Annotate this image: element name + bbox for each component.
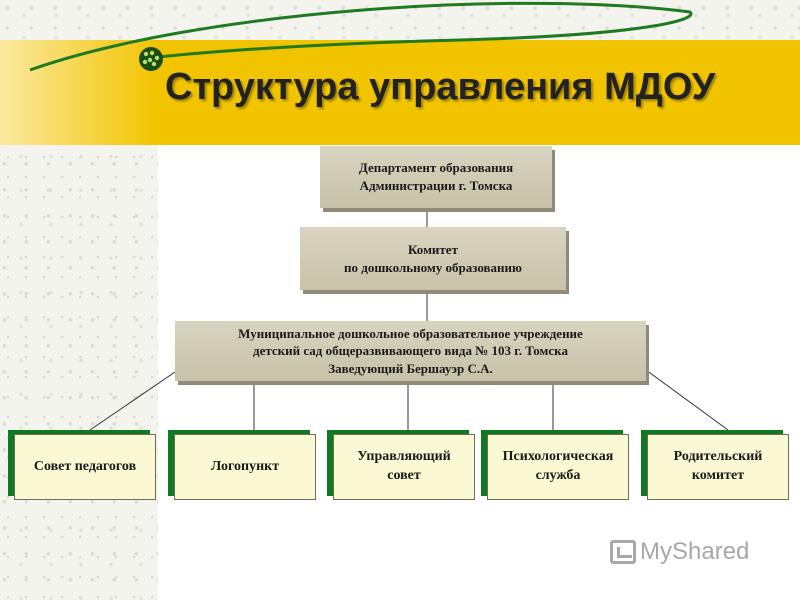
node-council-4-line-2: служба <box>535 468 581 483</box>
presentation-icon <box>610 540 636 564</box>
node-institution-line-1: Муниципальное дошкольное образовательное… <box>238 325 583 341</box>
node-institution: Муниципальное дошкольное образовательное… <box>175 321 646 381</box>
node-council-2-label: Логопункт <box>210 458 280 474</box>
node-council-5-line-1: Родительский <box>673 449 763 465</box>
watermark: MyShared <box>610 538 749 566</box>
connector-to-council-1 <box>89 371 176 431</box>
node-council-2: Логопункт <box>174 434 316 500</box>
node-council-4-line-1: Психологическая <box>502 449 614 465</box>
watermark-text: MyShared <box>640 538 750 565</box>
node-council-3-line-1: Управляющий <box>357 449 451 465</box>
node-committee-line-2: по дошкольному образованию <box>344 259 522 275</box>
node-institution-line-2: детский сад общеразвивающего вида № 103 … <box>253 343 568 359</box>
decorative-swoosh <box>29 1 693 72</box>
node-department: Департамент образования Администрации г.… <box>320 146 552 208</box>
node-council-5-line-2: комитет <box>691 468 745 483</box>
node-council-3-line-2: совет <box>387 468 421 483</box>
node-council-4: Психологическая служба <box>487 434 629 500</box>
node-council-3: Управляющий совет <box>333 434 475 500</box>
node-committee: Комитет по дошкольному образованию <box>300 227 566 290</box>
node-institution-line-3: Заведующий Бершауэр С.А. <box>328 360 493 376</box>
node-committee-line-1: Комитет <box>408 241 458 257</box>
page-title: Структура управления МДОУ <box>165 66 716 108</box>
title-band-fade <box>0 40 158 145</box>
connector-to-council-5 <box>645 369 729 431</box>
node-council-5: Родительский комитет <box>647 434 789 500</box>
node-department-line-2: Администрации г. Томска <box>359 178 513 193</box>
node-department-line-1: Департамент образования <box>358 160 514 176</box>
node-council-1-label: Совет педагогов <box>33 458 137 474</box>
node-council-1: Совет педагогов <box>14 434 156 500</box>
